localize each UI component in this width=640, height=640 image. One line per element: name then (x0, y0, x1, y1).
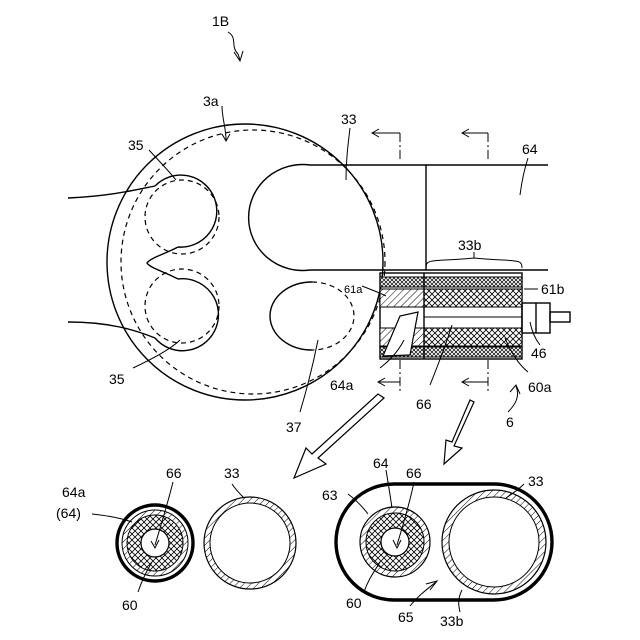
label-3a: 3a (203, 93, 219, 109)
top-view: 1B (68, 13, 570, 478)
leader-64-right (386, 470, 392, 508)
title-leader (228, 32, 240, 60)
leader-33-left (232, 484, 244, 498)
label-6: 6 (506, 414, 514, 430)
figure-title: 1B (212, 13, 229, 29)
leader-64-top (520, 158, 528, 195)
dashed-outline-circle (121, 130, 385, 394)
core-66-left (141, 529, 169, 557)
heater-layer-top (424, 289, 522, 307)
pipe-33b-inner (449, 497, 539, 587)
label-65: 65 (398, 609, 414, 625)
label-60a: 60a (528, 379, 552, 395)
label-61b: 61b (541, 281, 565, 297)
leader-6 (508, 386, 518, 412)
label-35-top: 35 (128, 137, 144, 153)
label-63: 63 (322, 487, 338, 503)
label-33-top: 33 (341, 111, 357, 127)
port-35-lower-dashed (145, 269, 219, 343)
core-66-right (381, 528, 409, 556)
bracket-33b (426, 258, 522, 268)
leader-65 (410, 582, 436, 606)
left-curve-upper (68, 186, 155, 198)
seal-top (380, 289, 424, 307)
label-64a-left: 64a (62, 484, 86, 500)
label-64a-mid: 64a (330, 377, 354, 393)
label-64-top: 64 (522, 141, 538, 157)
port-35-lower (155, 279, 218, 351)
pipe-33-inner-left (210, 503, 290, 583)
section-view-right: 64 66 63 33 60 65 33b (322, 455, 552, 629)
label-66-right: 66 (406, 465, 422, 481)
port-33 (249, 165, 310, 271)
port-35-upper-dashed (145, 180, 219, 254)
label-60-left: 60 (122, 597, 138, 613)
label-37: 37 (286, 419, 302, 435)
leader-35-bottom (133, 340, 180, 368)
label-60-right: 60 (346, 595, 362, 611)
outer-layer-top (380, 277, 522, 287)
label-33-left: 33 (224, 465, 240, 481)
left-curve-lower (68, 322, 155, 338)
port-37 (270, 282, 312, 350)
view-arrow-left (294, 394, 384, 478)
terminal-pin (550, 312, 570, 322)
label-33b-top: 33b (458, 237, 482, 253)
section-view-left: 64a (64) 66 33 60 (56, 465, 296, 613)
leader-6-arrowhead (510, 385, 520, 394)
label-33-right: 33 (528, 473, 544, 489)
label-33b-right: 33b (440, 613, 464, 629)
label-64-right: 64 (373, 455, 389, 471)
label-64-paren: (64) (56, 505, 81, 521)
label-66-left: 66 (166, 465, 182, 481)
label-61a: 61a (344, 284, 363, 296)
label-35-bottom: 35 (109, 371, 125, 387)
view-arrow-right (444, 400, 474, 464)
label-66-mid: 66 (416, 396, 432, 412)
label-46: 46 (531, 345, 547, 361)
port-35-upper (155, 175, 217, 247)
leader-37 (300, 340, 318, 412)
